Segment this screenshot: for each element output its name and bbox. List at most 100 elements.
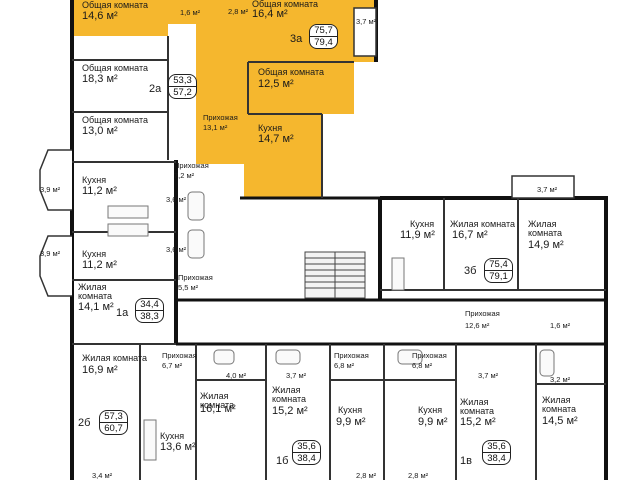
apartment-badge-3b[interactable]: 75,4 79,1 xyxy=(484,258,513,283)
room-area: 14,6 м² xyxy=(82,10,118,22)
room-area: 14,9 м² xyxy=(528,239,564,251)
bath-fixtures xyxy=(107,191,555,461)
room-area: 3,9 м² xyxy=(40,249,61,258)
room-name: Кухня xyxy=(258,123,283,133)
total-area: 57,3 xyxy=(100,411,127,423)
room-area: 3,6 м² xyxy=(166,195,187,204)
room-area: 11,2 м² xyxy=(82,259,117,271)
room-name: Общая комната xyxy=(252,0,318,9)
room-area: 13,6 м² xyxy=(160,441,196,453)
apartment-code: 1в xyxy=(460,455,472,467)
room-name: Кухня xyxy=(82,175,107,185)
living-area: 38,4 xyxy=(487,453,506,464)
room-name: Кухня xyxy=(338,405,363,415)
room-name: Жилая комната xyxy=(200,391,235,411)
room-name: Жилая комната xyxy=(82,353,148,363)
apartment-badge-2a[interactable]: 53,3 57,2 xyxy=(168,74,197,99)
room-name: Кухня xyxy=(160,431,185,441)
room-area: 18,3 м² xyxy=(82,73,118,85)
room-area: 14,7 м² xyxy=(258,133,294,145)
room-area: 1,6 м² xyxy=(180,8,201,17)
apartment-code: 1а xyxy=(116,307,129,319)
room-area: 16,4 м² xyxy=(252,8,288,20)
room-name: Жилая комната xyxy=(542,395,577,415)
room-area: 16,1 м² xyxy=(200,403,236,415)
room-name: Жилая комната xyxy=(460,397,495,417)
room-area: 3,7 м² xyxy=(356,17,377,26)
room-area: 7,2 м² xyxy=(174,171,195,180)
living-area: 60,7 xyxy=(104,423,123,434)
balconies xyxy=(39,7,575,297)
living-area: 79,4 xyxy=(314,37,333,48)
apartment-code: 3а xyxy=(290,33,303,45)
apartment-badge-3a[interactable]: 75,7 79,4 xyxy=(309,24,338,49)
room-area: 11,2 м² xyxy=(82,185,117,197)
room-name: Прихожая xyxy=(334,351,369,360)
total-area: 35,6 xyxy=(483,441,510,453)
room-area: 3,7 м² xyxy=(478,371,499,380)
room-name: Жилая комната xyxy=(272,385,307,405)
room-area: 6,8 м² xyxy=(412,361,433,370)
living-area: 79,1 xyxy=(489,271,508,282)
room-name: Прихожая xyxy=(412,351,447,360)
room-name: Кухня xyxy=(418,405,443,415)
room-area: 11,9 м² xyxy=(400,229,435,241)
room-name: Общая комната xyxy=(82,63,148,73)
living-area: 57,2 xyxy=(173,87,192,98)
room-area: 3,7 м² xyxy=(537,185,558,194)
apartment-badge-1b[interactable]: 35,6 38,4 xyxy=(292,440,321,465)
room-area: 3,9 м² xyxy=(40,185,61,194)
room-area: 4,0 м² xyxy=(226,371,247,380)
room-area: 3,2 м² xyxy=(550,375,571,384)
room-area: 16,9 м² xyxy=(82,364,118,376)
apartment-badge-1v[interactable]: 35,6 38,4 xyxy=(482,440,511,465)
room-area: 15,2 м² xyxy=(272,405,308,417)
room-area: 15,2 м² xyxy=(460,416,496,428)
room-area: 1,6 м² xyxy=(550,321,571,330)
room-name: Прихожая xyxy=(465,309,500,318)
staircase xyxy=(304,251,366,299)
apartment-3a-highlight[interactable] xyxy=(72,0,376,198)
room-area: 13,0 м² xyxy=(82,125,118,137)
room-name: Общая комната xyxy=(82,115,148,125)
room-area: 3,4 м² xyxy=(92,471,113,480)
total-area: 35,6 xyxy=(293,441,320,453)
living-area: 38,4 xyxy=(297,453,316,464)
room-name: Прихожая xyxy=(162,351,197,360)
room-area: 5,5 м² xyxy=(178,283,199,292)
total-area: 53,3 xyxy=(169,75,196,87)
room-area: 12,6 м² xyxy=(465,321,490,330)
room-name: Кухня xyxy=(82,249,107,259)
room-area: 6,7 м² xyxy=(162,361,183,370)
room-area: 12,5 м² xyxy=(258,78,294,90)
room-area: 9,9 м² xyxy=(418,416,448,428)
room-area: 6,8 м² xyxy=(334,361,355,370)
total-area: 75,4 xyxy=(485,259,512,271)
room-name: Прихожая xyxy=(174,161,209,170)
room-area: 13,1 м² xyxy=(203,123,228,132)
room-name: Жилая комната xyxy=(528,219,563,239)
apartment-badge-2b[interactable]: 57,3 60,7 xyxy=(99,410,128,435)
total-area: 75,7 xyxy=(310,25,337,37)
room-name: Общая комната xyxy=(82,0,148,10)
room-area: 16,7 м² xyxy=(452,229,488,241)
room-name: Прихожая xyxy=(203,113,238,122)
living-area: 38,3 xyxy=(140,311,159,322)
room-name: Жилая комната xyxy=(78,282,113,302)
room-area: 3,6 м² xyxy=(166,245,187,254)
apartment-code: 2а xyxy=(149,83,162,95)
room-area: 3,7 м² xyxy=(286,371,307,380)
room-name: Кухня xyxy=(410,219,435,229)
room-area: 14,1 м² xyxy=(78,301,114,313)
room-name: Жилая комната xyxy=(450,219,516,229)
total-area: 34,4 xyxy=(136,299,163,311)
room-area: 2,8 м² xyxy=(408,471,429,480)
apartment-code: 3б xyxy=(464,265,477,277)
room-area: 14,5 м² xyxy=(542,415,578,427)
room-area: 2,8 м² xyxy=(228,7,249,16)
apartment-code: 1б xyxy=(276,455,289,467)
room-name: Общая комната xyxy=(258,67,324,77)
room-area: 2,8 м² xyxy=(356,471,377,480)
apartment-badge-1a[interactable]: 34,4 38,3 xyxy=(135,298,164,323)
